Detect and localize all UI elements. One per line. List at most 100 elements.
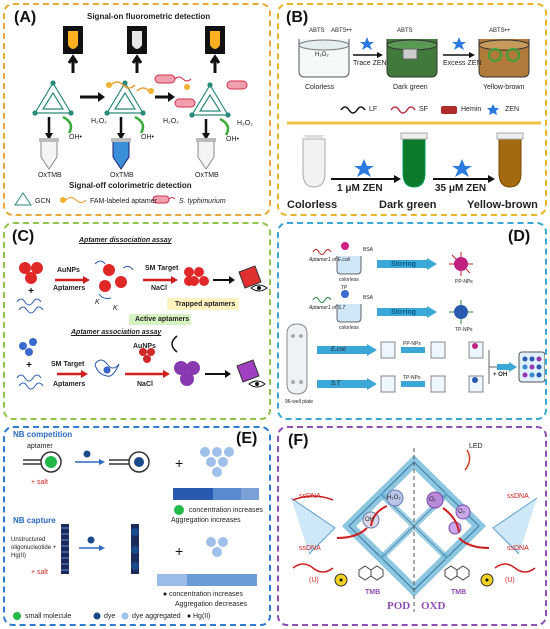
panel-d-pp-2: PP-NPs	[403, 341, 421, 347]
eye-icon	[250, 284, 268, 292]
panel-f-oxd: OXD	[421, 600, 446, 612]
small-molecule-icon	[174, 505, 184, 515]
purple-vial-icon	[236, 359, 260, 383]
panel-a-oxtmb-3: OxTMB	[195, 172, 219, 179]
panel-e-legend-dye: dye	[104, 613, 116, 620]
panel-c-aptamers: Aptamers	[53, 285, 86, 292]
panel-b-graphic	[287, 37, 541, 188]
panel-d-st: S.T	[331, 381, 341, 387]
panel-e-legend-dye-aggregated: dye aggregated	[132, 613, 181, 620]
panel-d: (D) Aptamer1 of E.coli BSA colorless Sti…	[277, 222, 547, 420]
panel-f-tmb-2: TMB	[451, 589, 467, 596]
panel-c-sm-target-2: SM Target	[51, 361, 85, 368]
panel-d-colorless-2: colorless	[339, 325, 359, 331]
pp-nps-icon	[449, 252, 473, 276]
panel-a-h2o2: H₂O₂	[91, 118, 107, 125]
panel-b-excess: Excess ZEN	[443, 60, 482, 67]
oxtmb-tube-1	[39, 138, 59, 170]
panel-b-legend-hemin: Hemin	[461, 106, 482, 113]
active-aptamers-box	[129, 314, 191, 325]
bsa-dot	[341, 242, 349, 250]
panel-e-label: (E)	[233, 430, 261, 448]
panel-c-trapped: Trapped aptamers	[175, 301, 236, 308]
panel-a-oh-2: OH•	[141, 134, 154, 141]
right-arrow-shape	[492, 497, 538, 555]
panel-b-conc1: 1 μM ZEN	[337, 183, 383, 194]
zen-star-icon-2	[452, 37, 466, 50]
panel-c-aptamers-2: Aptamers	[53, 381, 86, 388]
dye-legend-icon	[93, 612, 101, 620]
panel-e-agg-dec: Aggregation decreases	[175, 601, 247, 608]
svg-text:+: +	[26, 360, 32, 371]
panel-f-o2: O₂	[429, 497, 436, 503]
panel-c-active: Active aptamers	[135, 316, 190, 323]
oligonucleotide-strand	[61, 524, 69, 574]
h2o2-bubble	[386, 489, 404, 507]
aggregated-aunps	[184, 267, 209, 286]
panel-c-aunps-2: AuNPs	[133, 343, 156, 350]
panel-e-nb-capture: NB capture	[13, 516, 56, 525]
panel-d-stirring-2: Stirring	[391, 309, 416, 316]
panel-f-u-left: (U)	[309, 577, 319, 584]
gcn-legend-icon	[14, 192, 32, 206]
tube-yellow-brown	[496, 132, 524, 188]
panel-b-bottom-yellow-brown: Yellow-brown	[467, 199, 538, 211]
panel-a-oxtmb: OxTMB	[38, 172, 62, 179]
panel-b-bottom-dark-green: Dark green	[379, 199, 437, 211]
panel-c-sm-target: SM Target	[145, 265, 179, 272]
radiation-icon	[334, 573, 348, 587]
panel-c-koff: K	[95, 299, 100, 306]
tube-dark-green	[400, 132, 428, 188]
panel-a-h2o2-3: H₂O₂	[237, 120, 253, 127]
hemin-legend-icon	[441, 106, 457, 114]
panel-a-oh-3: OH•	[226, 136, 239, 143]
lf-legend-icon	[340, 106, 366, 114]
panel-c-title-association: Aptamer association assay	[71, 329, 162, 336]
aunps-small	[139, 348, 155, 363]
panel-c-aunps: AuNPs	[57, 267, 80, 274]
bacterium-icon	[154, 74, 248, 108]
aunps-cluster-2	[19, 338, 37, 356]
red-vial-icon	[238, 265, 262, 289]
eye-icon-2	[248, 380, 266, 388]
aunps-cluster	[19, 262, 43, 284]
panel-f-o2-2: O₂	[458, 509, 465, 515]
panel-f-ssdna-right-2: ssDNA	[507, 545, 529, 552]
tmb-molecule-icon-2	[444, 565, 470, 581]
oxtmb-tube-2	[111, 138, 131, 170]
beaker-dark-green	[386, 39, 438, 78]
panel-f-pod: POD	[387, 600, 411, 612]
panel-d-colorless: colorless	[339, 277, 359, 283]
panel-d-stirring: Stirring	[391, 261, 416, 268]
beaker-colorless	[298, 39, 350, 78]
panel-b-trace: Trace ZEN	[353, 60, 387, 67]
panel-d-oh: + OH	[493, 372, 508, 378]
panel-a-h2o2-2: H₂O₂	[163, 118, 179, 125]
zen-legend-icon	[487, 104, 499, 115]
well-row-2	[380, 375, 484, 393]
dye-cluster-2	[206, 537, 228, 557]
oxtmb-tube-3	[196, 138, 216, 170]
panel-e-salt-2: + salt	[31, 569, 48, 576]
panel-f-graphic	[290, 448, 538, 612]
96-well-plate-icon	[286, 323, 308, 395]
aptamer-dye-complex	[109, 451, 150, 473]
dye-cluster	[200, 447, 234, 477]
tmb-molecule-icon	[358, 565, 384, 581]
panel-c-title-dissociation: Aptamer dissociation assay	[79, 237, 172, 244]
gcn-triangle-3	[189, 82, 231, 118]
panel-f-u-right: (U)	[505, 577, 515, 584]
panel-f-oh: OH	[365, 517, 374, 523]
panel-e-graphic: + +	[13, 447, 259, 620]
panel-d-bsa-2: BSA	[363, 295, 374, 301]
panel-f-ssdna-right: ssDNA	[507, 493, 529, 500]
tube-colorless	[302, 135, 326, 188]
hg-legend-icon	[187, 614, 191, 618]
beaker-yellow-brown	[478, 39, 530, 78]
panel-c-nacl: NaCl	[151, 285, 167, 292]
panel-a: (A) Signal-on fluorometric detection H₂O…	[3, 3, 271, 216]
panel-b-state-dark-green: Dark green	[393, 84, 428, 91]
panel-f-led: LED	[469, 443, 483, 450]
tp-nps-icon	[449, 300, 473, 324]
panel-b: (B) ABTS ABTS•+ H₂O₂ ABTS ABTS•+ Trace Z…	[277, 3, 547, 216]
